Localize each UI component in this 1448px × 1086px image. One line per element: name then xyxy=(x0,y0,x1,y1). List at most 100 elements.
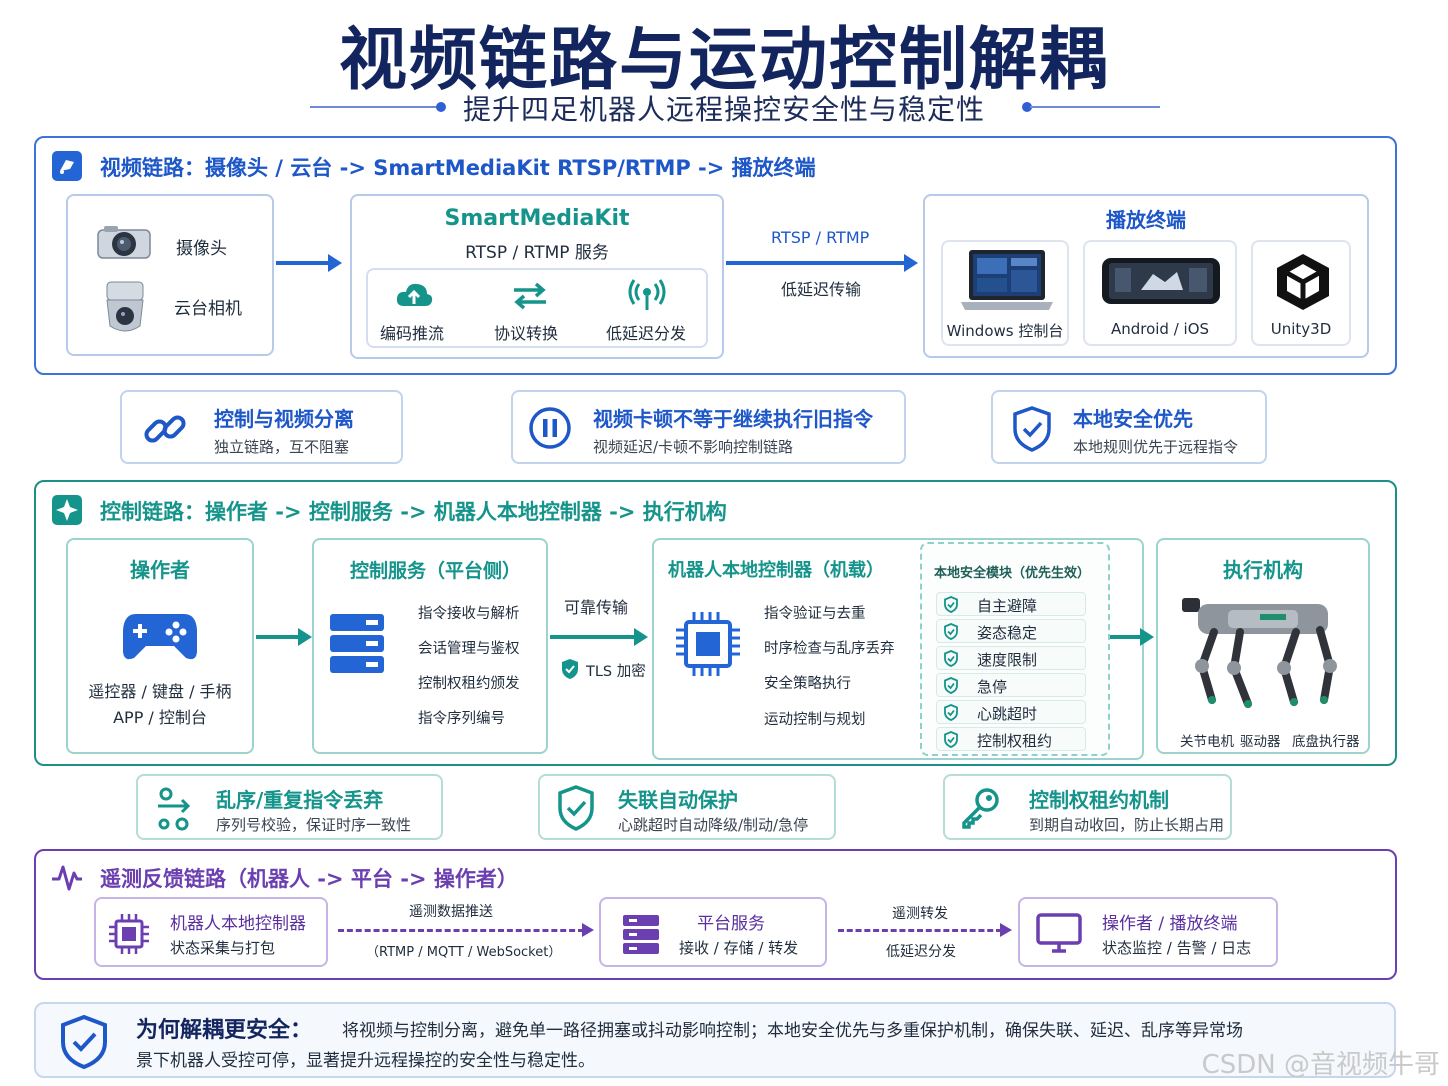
low-latency-label: 低延迟传输 xyxy=(781,280,862,299)
operator-card: 操作者 遥控器 / 键盘 / 手柄 APP / 控制台 xyxy=(66,538,254,754)
local-item: 时序检查与乱序丢弃 xyxy=(764,641,895,657)
principle-dedupe: 乱序/重复指令丢弃 序列号校验，保证时序一致性 xyxy=(136,774,443,840)
principle-lease-title: 控制权租约机制 xyxy=(1029,788,1169,812)
telemetry-node-robot: 机器人本地控制器 状态采集与打包 xyxy=(94,897,328,967)
actuator-part: 驱动器 xyxy=(1240,734,1281,750)
safety-item: 急停 xyxy=(936,673,1086,697)
control-service-title: 控制服务（平台侧） xyxy=(350,560,522,582)
service-item: 会话管理与鉴权 xyxy=(418,641,520,657)
subtitle-right-rule xyxy=(1030,106,1160,108)
telemetry-node-robot-desc: 状态采集与打包 xyxy=(170,939,276,957)
shield-check-icon xyxy=(556,784,596,836)
principle-failsafe-title: 失联自动保护 xyxy=(618,788,738,812)
player-mobile: Android / iOS xyxy=(1083,240,1237,346)
summary-line1: 将视频与控制分离，避免单一路径拥塞或抖动影响控制；本地安全优先与多重保护机制，确… xyxy=(342,1021,1243,1041)
safety-item-label: 姿态稳定 xyxy=(977,624,1038,642)
subtitle-left-rule xyxy=(310,106,440,108)
principle-local-safety-desc: 本地规则优先于远程指令 xyxy=(1073,438,1239,456)
players-title: 播放终端 xyxy=(1106,208,1186,232)
pause-icon xyxy=(527,405,573,455)
telemetry-node-operator-title: 操作者 / 播放终端 xyxy=(1102,914,1238,934)
summary-label: 为何解耦更安全： xyxy=(136,1018,313,1043)
protocol-convert-icon xyxy=(510,280,550,316)
principle-local-safety: 本地安全优先 本地规则优先于远程指令 xyxy=(991,390,1267,464)
telemetry-forward-label: 遥测转发 xyxy=(892,906,948,922)
feature-distribute: 低延迟分发 xyxy=(606,324,687,343)
player-unity: Unity3D xyxy=(1251,240,1351,346)
video-icon xyxy=(52,151,82,181)
principle-no-stale-desc: 视频延迟/卡顿不影响控制链路 xyxy=(593,438,794,456)
principle-no-stale: 视频卡顿不等于继续执行旧指令 视频延迟/卡顿不影响控制链路 xyxy=(511,390,906,464)
local-item: 指令验证与去重 xyxy=(764,606,866,622)
arrow-local-to-actuator xyxy=(1110,635,1142,639)
shield-check-icon xyxy=(1011,405,1053,457)
ptz-camera-icon xyxy=(102,280,148,340)
chip-icon xyxy=(674,610,742,682)
control-icon xyxy=(52,495,82,525)
pulse-icon xyxy=(50,861,84,897)
feature-protocol: 协议转换 xyxy=(494,324,559,343)
arrow-head xyxy=(328,254,342,272)
telemetry-section: 遥测反馈链路（机器人 -> 平台 -> 操作者） 机器人本地控制器 状态采集与打… xyxy=(34,849,1397,980)
safety-item: 心跳超时 xyxy=(936,700,1086,724)
telemetry-node-platform-desc: 接收 / 存储 / 转发 xyxy=(679,939,799,957)
service-item: 指令接收与解析 xyxy=(418,606,520,622)
server-icon xyxy=(328,612,386,680)
safety-item-label: 急停 xyxy=(977,678,1008,696)
page-subtitle: 提升四足机器人远程操控安全性与稳定性 xyxy=(462,93,985,126)
camera-label: 摄像头 xyxy=(176,239,227,259)
gamepad-icon xyxy=(122,608,198,668)
actuator-card: 执行机构 关节电机 驱动器 底盘执行器 xyxy=(1156,538,1370,754)
control-service-card: 控制服务（平台侧） 指令接收与解析 会话管理与鉴权 控制权租约颁发 指令序列编号 xyxy=(312,538,548,754)
tls-shield-icon xyxy=(560,658,580,684)
smk-subtitle: RTSP / RTMP 服务 xyxy=(465,243,609,263)
smk-features: 编码推流 协议转换 低延迟分发 xyxy=(366,268,708,348)
shield-check-icon xyxy=(58,1014,110,1074)
principle-separation-desc: 独立链路，互不阻塞 xyxy=(214,438,350,456)
watermark: CSDN @音视频牛哥 xyxy=(1201,1050,1440,1080)
shield-check-icon xyxy=(944,677,958,694)
safety-item: 姿态稳定 xyxy=(936,619,1086,643)
shield-check-icon xyxy=(944,623,958,640)
arrow-smk-to-players xyxy=(726,261,906,265)
principle-separation-title: 控制与视频分离 xyxy=(214,407,354,431)
video-link-section: 视频链路：摄像头 / 云台 -> SmartMediaKit RTSP/RTMP… xyxy=(34,136,1397,375)
player-windows: Windows 控制台 xyxy=(941,240,1069,346)
cloud-upload-icon xyxy=(394,280,434,314)
telemetry-push-label: 遥测数据推送 xyxy=(409,904,493,920)
local-item: 安全策略执行 xyxy=(764,676,851,692)
telemetry-push-protocols: （RTMP / MQTT / WebSocket） xyxy=(366,945,562,960)
service-item: 指令序列编号 xyxy=(418,711,505,727)
smartmediakit-card: SmartMediaKit RTSP / RTMP 服务 编码推流 协议转换 低… xyxy=(350,194,724,359)
principle-failsafe: 失联自动保护 心跳超时自动降级/制动/急停 xyxy=(538,774,836,840)
principle-dedupe-title: 乱序/重复指令丢弃 xyxy=(216,788,384,812)
arrow-head xyxy=(582,923,594,937)
principle-failsafe-desc: 心跳超时自动降级/制动/急停 xyxy=(618,816,809,834)
route-icon xyxy=(154,786,194,836)
actuator-part: 底盘执行器 xyxy=(1292,734,1360,750)
feature-encode: 编码推流 xyxy=(380,324,445,343)
players-card: 播放终端 Windows 控制台 Android / iOS Unity3D xyxy=(923,194,1369,358)
arrow-head xyxy=(298,628,312,646)
summary-box: 为何解耦更安全： 将视频与控制分离，避免单一路径拥塞或抖动影响控制；本地安全优先… xyxy=(34,1002,1396,1078)
actuator-part: 关节电机 xyxy=(1180,734,1234,750)
shield-check-icon xyxy=(944,731,958,748)
dashed-arrow-platform-to-operator xyxy=(838,929,1002,932)
local-controller-card: 机器人本地控制器（机载） 指令验证与去重 时序检查与乱序丢弃 安全策略执行 运动… xyxy=(652,538,1144,760)
arrow-operator-to-service xyxy=(256,635,300,639)
tls-label: TLS 加密 xyxy=(586,664,646,680)
safety-module-title: 本地安全模块（优先生效） xyxy=(934,566,1091,581)
shield-check-icon xyxy=(944,596,958,613)
telemetry-heading: 遥测反馈链路（机器人 -> 平台 -> 操作者） xyxy=(100,867,518,891)
robot-dog-icon xyxy=(1168,588,1360,718)
camera-icon xyxy=(96,224,152,266)
laptop-icon xyxy=(959,248,1055,316)
link-icon xyxy=(142,406,188,456)
server-icon xyxy=(621,913,661,959)
arrow-head xyxy=(904,254,918,272)
operator-title: 操作者 xyxy=(130,558,190,582)
page-title: 视频链路与运动控制解耦 xyxy=(338,21,1109,100)
camera-sources-card: 摄像头 云台相机 xyxy=(66,194,274,356)
shield-check-icon xyxy=(944,704,958,721)
arrow-head xyxy=(1140,628,1154,646)
